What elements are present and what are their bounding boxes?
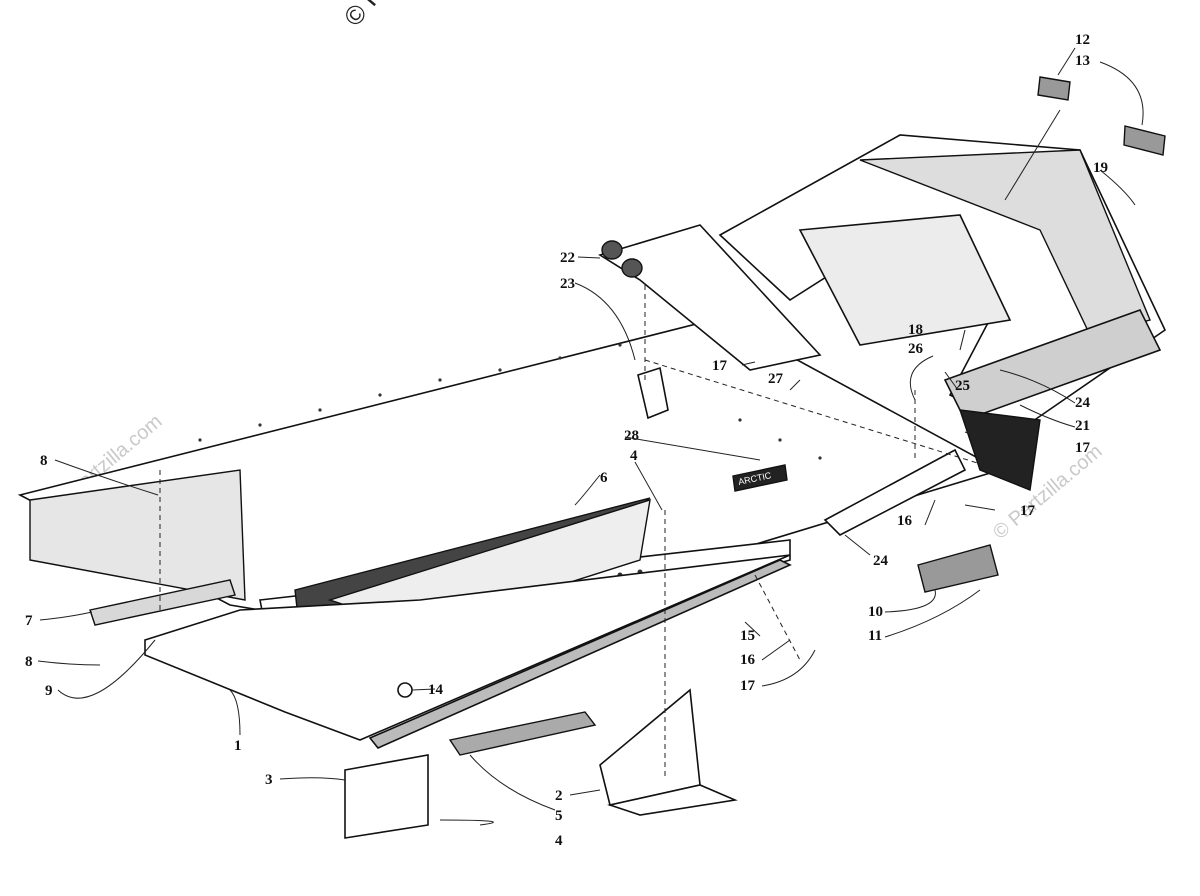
decal-14 [1123,125,1166,156]
callout-15: 15 [740,628,755,644]
callout-13: 12 [1075,32,1090,48]
foot-plate-5 [448,711,597,756]
leader-lines [37,47,1144,826]
bracket-3 [344,754,429,839]
callout-9: 9 [45,683,53,699]
callout-22: 23 [560,276,575,292]
callout-4: 4 [630,448,638,464]
grab-bar-24 [823,448,967,536]
callout-1: 1 [234,738,242,754]
callout-26: 26 [908,341,924,357]
rear-bumper-23 [718,134,1167,491]
decal-28: ARCTIC [732,464,788,492]
callout-16: 16 [897,513,913,529]
callout-8: 8 [25,654,33,670]
callout-11: 11 [868,628,882,644]
decal-13 [1037,76,1071,101]
callout-28: 28 [624,428,639,444]
rail-7 [89,579,236,626]
callout-25: 25 [955,378,970,394]
decal-22 [637,366,669,420]
bracket-2 [599,688,738,816]
callout-17: 17 [1075,440,1091,456]
callout-5: 5 [555,808,563,824]
callout-20: 21 [1075,418,1090,434]
callout-18: 18 [908,322,923,338]
callout-17: 17 [712,358,728,374]
callout-7: 7 [25,613,33,629]
callout-19: 19 [1093,160,1108,176]
callout-6: 6 [600,470,608,486]
callout-17: 17 [1020,503,1036,519]
callout-labels: 8 7 8 9 1 3 14 5 4 2 6 4 28 23 22 17 27 … [25,32,1108,849]
callout-4: 4 [555,833,563,849]
callout-16: 16 [740,652,756,668]
callout-17: 17 [740,678,756,694]
callout-12: 14 [428,682,444,698]
callout-10: 10 [868,604,883,620]
callout-24: 24 [873,553,889,569]
callout-2: 2 [555,788,563,804]
reflector-10 [917,544,999,593]
plug-12 [397,682,413,698]
watermark-main: © Pa [338,0,399,32]
callout-27: 27 [768,371,784,387]
callout-8: 8 [40,453,48,469]
mount-21 [598,224,822,371]
callout-3: 3 [265,772,273,788]
callout-14: 13 [1075,53,1090,69]
assembly-lines [159,285,1001,780]
callout-21: 22 [560,250,575,266]
callout-23: 24 [1075,395,1091,411]
